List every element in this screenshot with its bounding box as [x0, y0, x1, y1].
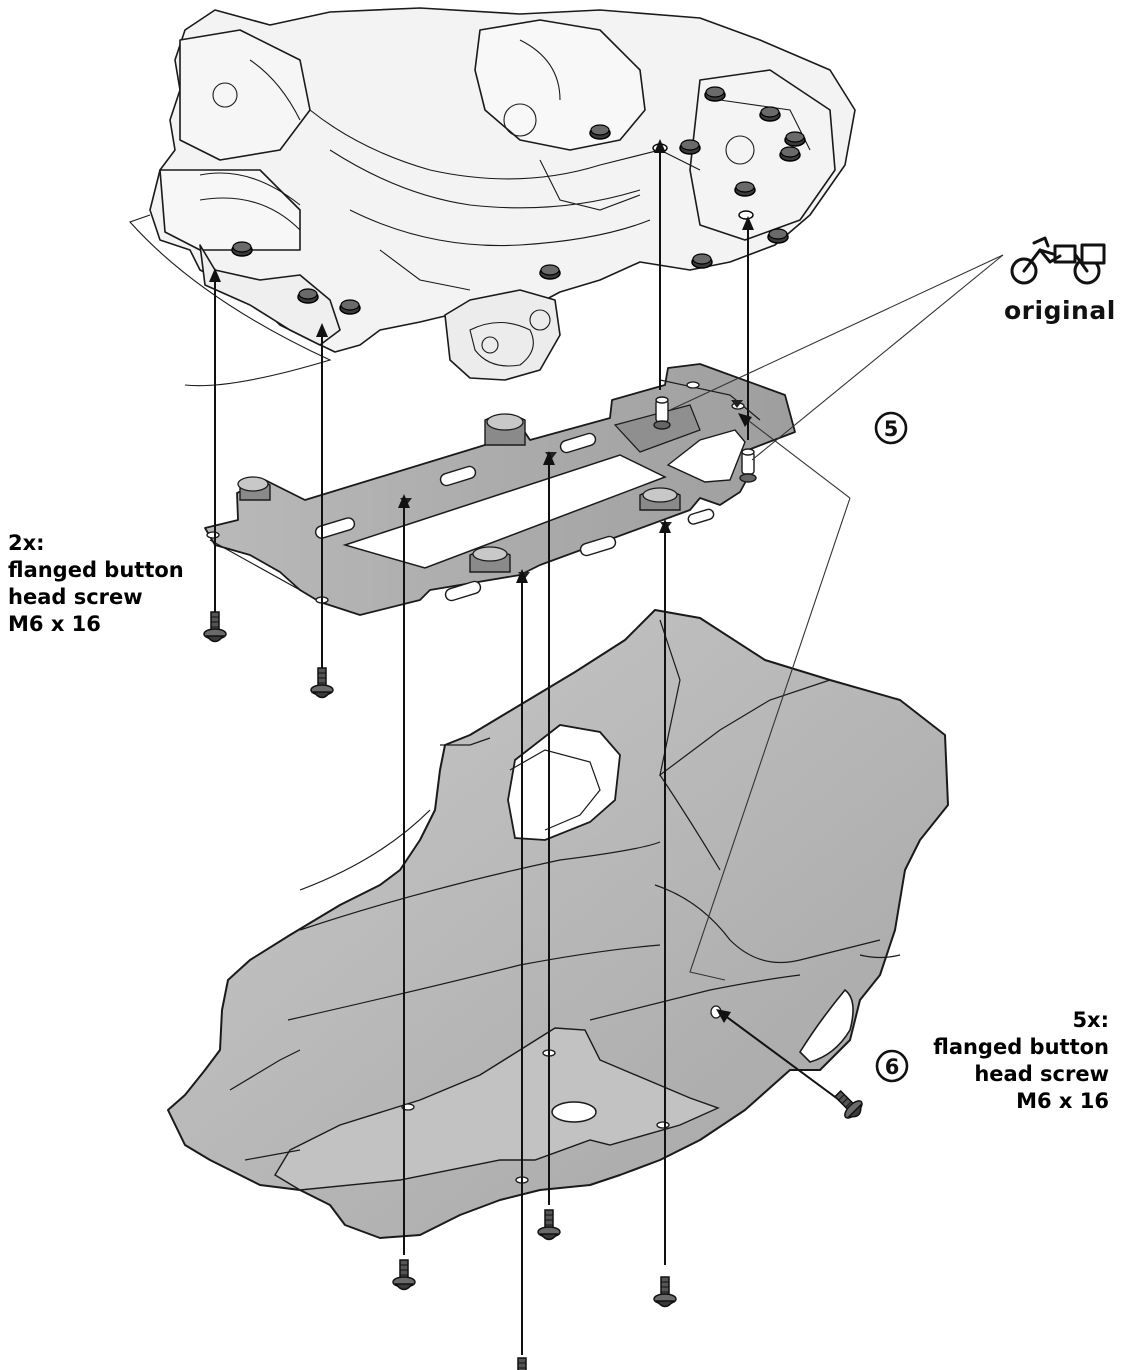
- original-badge-label: original: [1004, 296, 1116, 325]
- screw-note-left-count: 2x:: [8, 531, 45, 555]
- callout-5: 5: [874, 411, 908, 445]
- screw-note-left-size: M6 x 16: [8, 612, 101, 636]
- screw-note-right-type: flanged button: [933, 1035, 1109, 1059]
- bracket-part-5: [204, 363, 796, 616]
- screw-note-left: 2x: flanged button head screw M6 x 16: [8, 530, 184, 638]
- leader-arrow-head: [738, 413, 752, 427]
- callout-6-number: 6: [885, 1055, 900, 1079]
- screw-note-right-count: 5x:: [1072, 1008, 1109, 1032]
- screw-note-right-size: M6 x 16: [1016, 1089, 1109, 1113]
- screw-note-left-head: head screw: [8, 585, 143, 609]
- callout-6: 6: [875, 1049, 909, 1083]
- leader-lines: [669, 254, 1004, 981]
- skid-plate-part-6: [167, 609, 949, 1239]
- screw-note-right-head: head screw: [974, 1062, 1109, 1086]
- callout-6-circle: [875, 1049, 909, 1083]
- engine-detail-lines: [129, 39, 811, 387]
- engine-underside: [149, 7, 856, 381]
- screw-note-left-type: flanged button: [8, 558, 184, 582]
- arrow-heads: [209, 139, 754, 1023]
- motorcycle-luggage-icon: [1010, 236, 1106, 285]
- assembly-arrows: [214, 145, 851, 1355]
- callout-5-number: 5: [884, 417, 899, 441]
- screw-note-right: 5x: flanged button head screw M6 x 16: [933, 1007, 1109, 1115]
- callout-5-circle: [874, 411, 908, 445]
